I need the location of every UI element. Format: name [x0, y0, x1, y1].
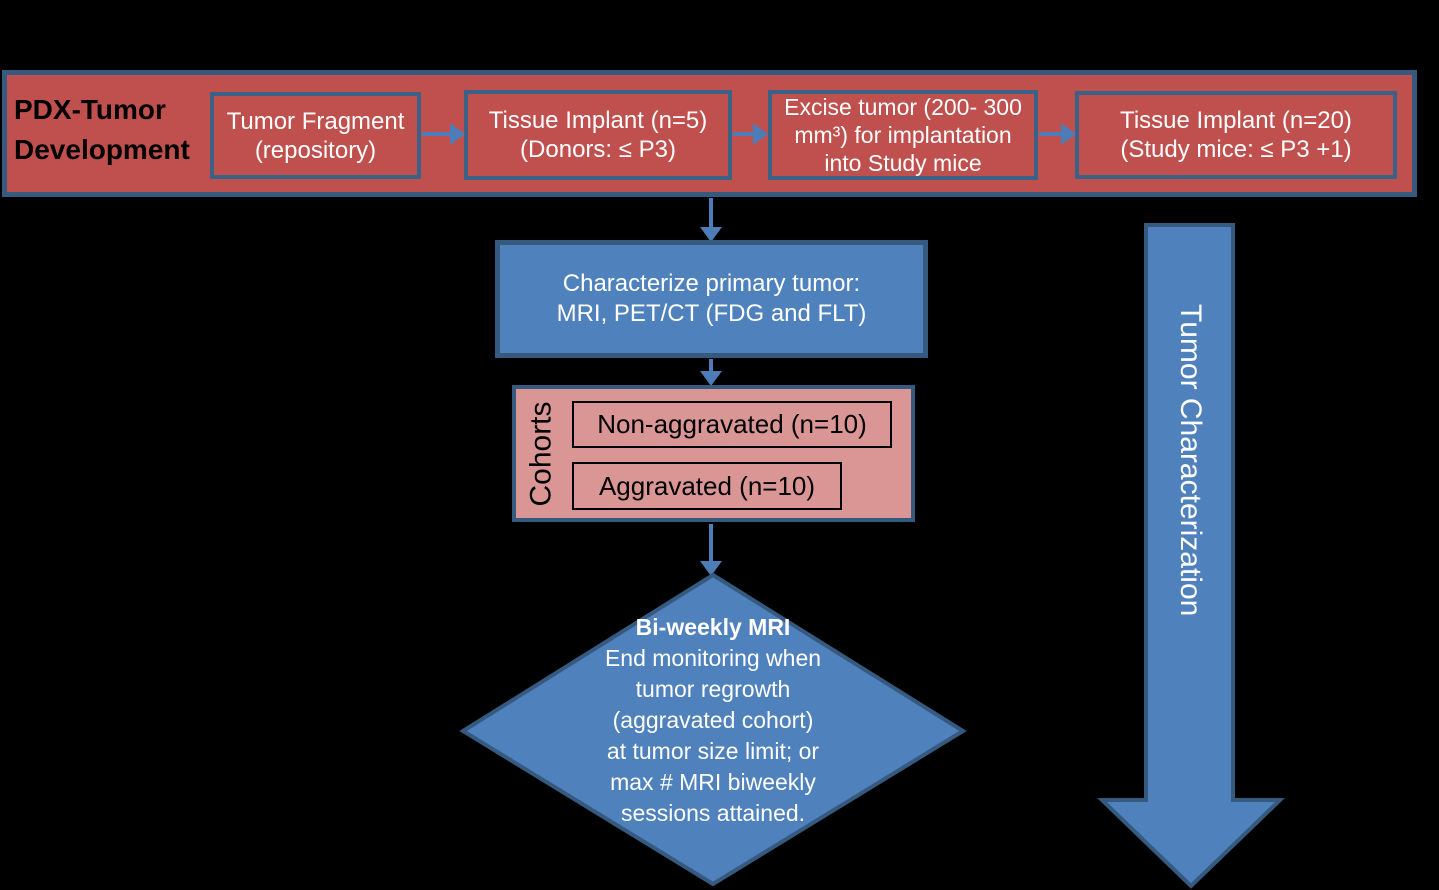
step-tissue-implant-donors-label: Tissue Implant (n=5) (Donors: ≤ P3): [488, 107, 708, 163]
step-tumor-fragment-label: Tumor Fragment (repository): [226, 107, 405, 164]
characterize-primary-tumor-label: Characterize primary tumor: MRI, PET/CT …: [556, 270, 867, 327]
step-tissue-implant-study-label: Tissue Implant (n=20) (Study mice: ≤ P3 …: [1120, 107, 1352, 163]
decision-diamond-title: Bi-weekly MRI: [635, 614, 791, 640]
tumor-characterization-label: Tumor Characterization: [1174, 303, 1207, 617]
arrow-down-head-3-icon: [700, 561, 722, 576]
arrow-right-head-2-icon: [753, 123, 768, 145]
arrow-right-head-1-icon: [450, 123, 465, 145]
cohort-aggravated-label: Aggravated (n=10): [598, 470, 816, 501]
arrow-right-stem-2: [733, 132, 754, 136]
step-tissue-implant-study: Tissue Implant (n=20) (Study mice: ≤ P3 …: [1075, 91, 1397, 179]
arrow-down-stem-1: [709, 198, 713, 228]
banner-title: PDX-Tumor Development: [14, 94, 190, 165]
arrow-down-head-2-icon: [700, 371, 722, 386]
cohort-non-aggravated: Non-aggravated (n=10): [572, 401, 892, 448]
cohort-aggravated: Aggravated (n=10): [572, 462, 842, 510]
characterize-primary-tumor-box: Characterize primary tumor: MRI, PET/CT …: [495, 240, 928, 358]
cohorts-vertical-label: Cohorts: [525, 400, 559, 507]
step-tumor-fragment: Tumor Fragment (repository): [210, 92, 421, 179]
step-excise-tumor: Excise tumor (200- 300 mm³) for implanta…: [768, 90, 1038, 180]
arrow-right-stem-3: [1039, 132, 1062, 136]
cohort-non-aggravated-label: Non-aggravated (n=10): [597, 409, 867, 439]
step-excise-tumor-label: Excise tumor (200- 300 mm³) for implanta…: [784, 94, 1022, 176]
arrow-right-head-3-icon: [1061, 123, 1076, 145]
decision-diamond-body: End monitoring when tumor regrowth (aggr…: [604, 645, 822, 826]
tumor-characterization-arrow-shape: [1097, 223, 1285, 889]
decision-diamond-shape: [459, 572, 967, 887]
arrow-down-head-1-icon: [700, 227, 722, 242]
step-tissue-implant-donors: Tissue Implant (n=5) (Donors: ≤ P3): [464, 90, 732, 180]
decision-diamond-text: Bi-weekly MRI End monitoring when tumor …: [513, 612, 913, 829]
arrow-right-stem-1: [422, 132, 451, 136]
arrow-down-stem-2: [709, 359, 713, 372]
arrow-down-stem-3: [709, 524, 713, 562]
